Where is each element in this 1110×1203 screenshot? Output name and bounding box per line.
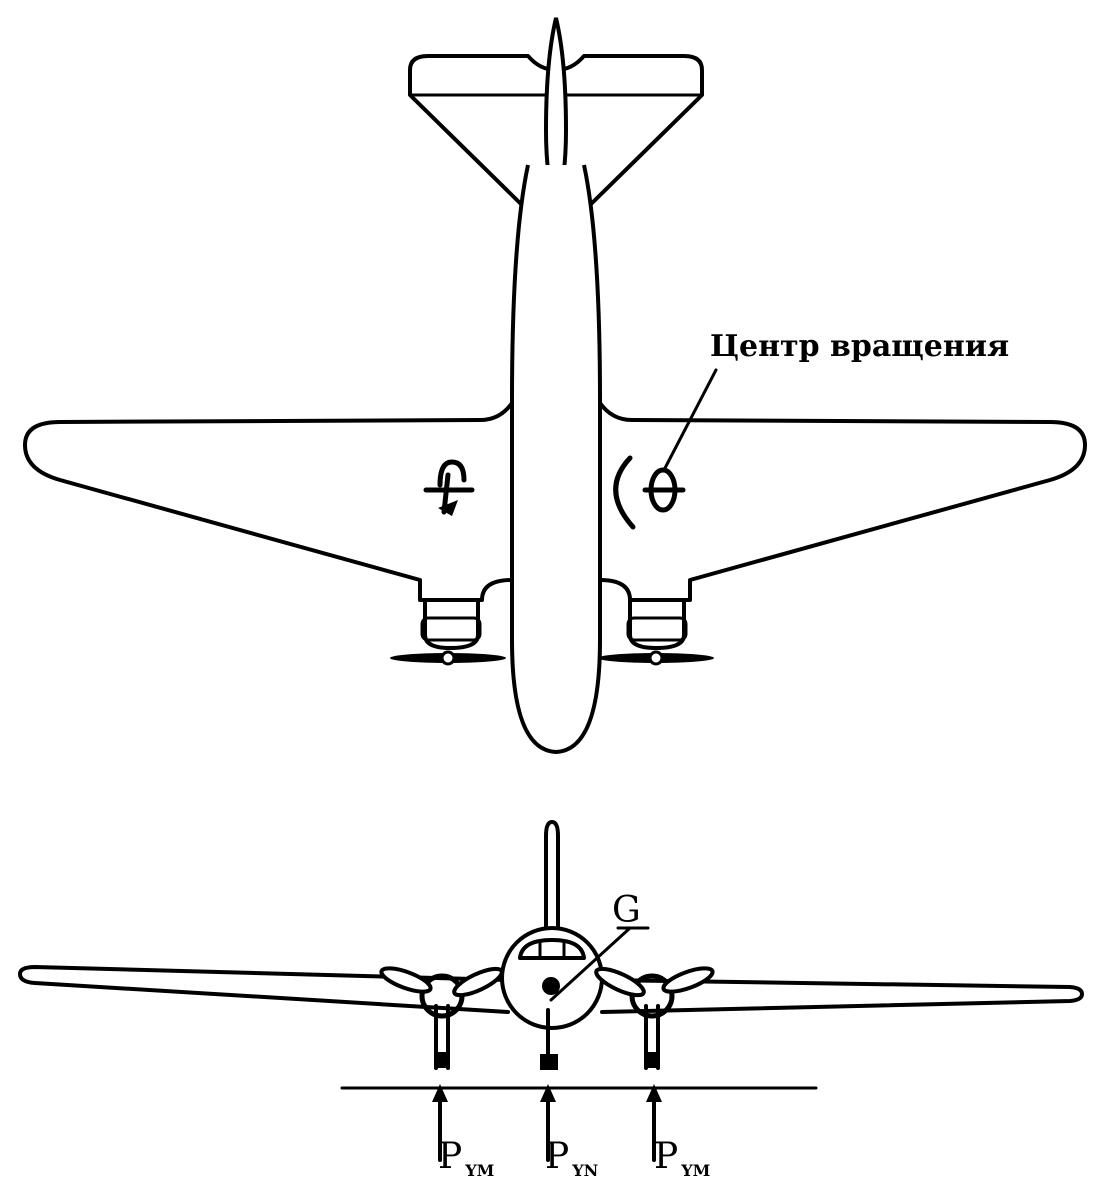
front-left-engine — [379, 966, 504, 1070]
nose-gear — [540, 1008, 558, 1070]
right-engine-top — [598, 598, 714, 666]
force-symbol-center: P — [545, 1136, 569, 1177]
force-subscript-right: YM — [680, 1161, 710, 1180]
front-right-wing — [598, 978, 1084, 1014]
front-vertical-fin — [544, 819, 560, 942]
cockpit-windows — [518, 938, 586, 960]
gravity-label: G — [612, 890, 641, 931]
wings — [23, 401, 514, 602]
rotation-center-leader — [662, 368, 718, 472]
center-of-gravity-dot — [542, 977, 560, 995]
rotation-center-label: Центр вращения — [710, 329, 1009, 364]
force-arrow-left — [432, 1084, 448, 1162]
rotation-arrow-icon — [423, 459, 475, 516]
gravity-leader — [549, 926, 632, 1002]
force-subscript-center: YN — [571, 1161, 598, 1180]
front-right-engine — [594, 966, 715, 1070]
fuselage — [510, 164, 602, 755]
aircraft-front-view: G — [18, 819, 1084, 1180]
force-arrow-center — [540, 1084, 556, 1162]
left-engine-top — [390, 598, 506, 666]
force-subscript-left: YM — [464, 1161, 494, 1180]
force-symbol-right: P — [654, 1136, 678, 1177]
rotation-axis-icon — [613, 455, 686, 530]
force-arrow-right — [646, 1084, 662, 1162]
front-left-wing — [18, 965, 512, 1014]
force-symbol-left: P — [438, 1136, 462, 1177]
aircraft-top-view: Центр вращения — [23, 17, 1087, 755]
